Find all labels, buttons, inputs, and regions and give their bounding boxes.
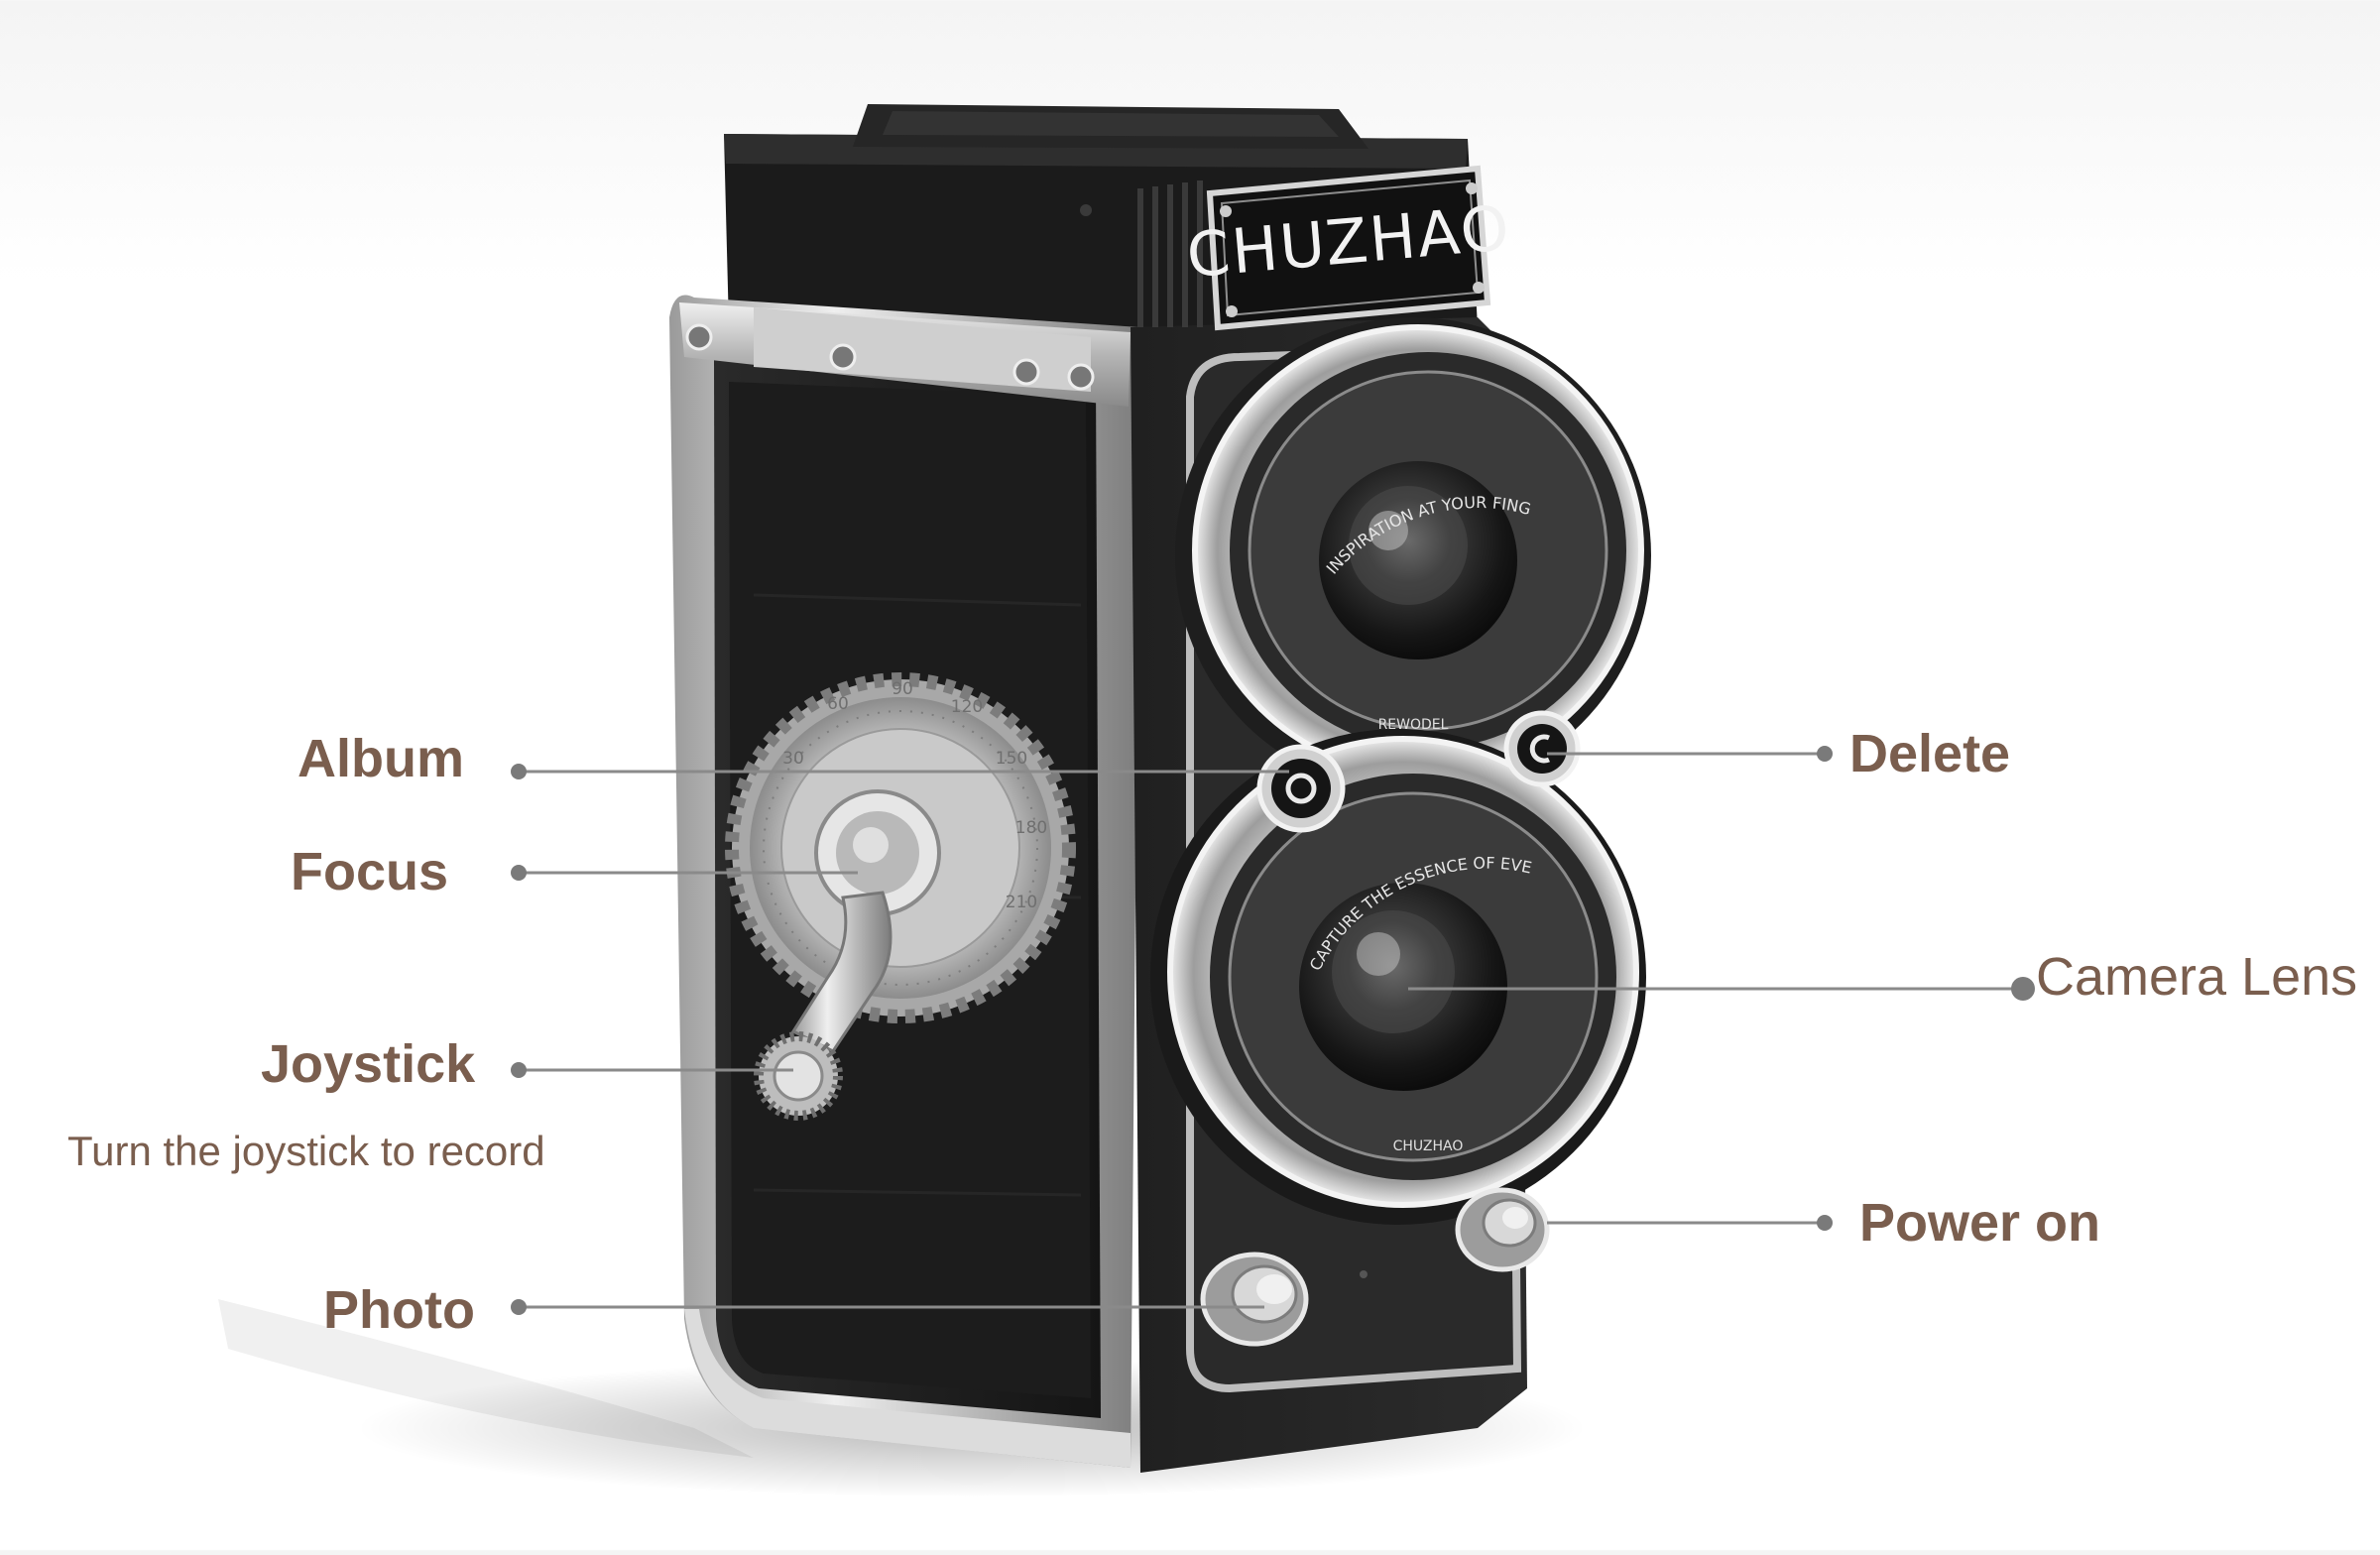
joystick-note: Turn the joystick to record <box>67 1128 545 1174</box>
joystick-knob[interactable] <box>754 1031 843 1121</box>
svg-text:60: 60 <box>827 694 849 714</box>
delete-button[interactable] <box>1503 710 1581 787</box>
dial-scale: 30 60 90 120 150 180 210 <box>782 679 1047 912</box>
joystick-label: Joystick <box>261 1034 476 1094</box>
camera-lens-label: Camera Lens <box>2036 947 2358 1007</box>
svg-text:180: 180 <box>1015 818 1047 838</box>
svg-text:90: 90 <box>892 679 913 699</box>
focus-leader-dot <box>511 865 527 881</box>
brand-nameplate: CHUZHAO <box>1184 165 1513 331</box>
photo-shutter-button[interactable] <box>1200 1252 1309 1347</box>
power-on-label: Power on <box>1859 1193 2101 1253</box>
joystick-crank[interactable] <box>754 891 892 1121</box>
lower-lens-bottom-text: CHUZHAO <box>1393 1138 1464 1154</box>
focus-label: Focus <box>291 842 449 901</box>
leader-lines <box>511 746 2035 1315</box>
joystick-leader-dot <box>511 1062 527 1078</box>
album-leader-dot <box>511 764 527 779</box>
svg-text:120: 120 <box>951 697 983 717</box>
upper-lens-bottom-text: REWODEL <box>1378 717 1449 733</box>
svg-text:210: 210 <box>1006 893 1037 912</box>
album-button[interactable] <box>1256 744 1346 833</box>
photo-label: Photo <box>323 1280 475 1340</box>
focus-dial[interactable]: 30 60 90 120 150 180 210 <box>725 672 1076 1023</box>
album-label: Album <box>298 729 464 788</box>
photo-leader-dot <box>511 1299 527 1315</box>
power-on-leader-dot <box>1817 1215 1833 1231</box>
svg-text:30: 30 <box>782 749 804 769</box>
delete-leader-dot <box>1817 746 1833 762</box>
power-on-button[interactable] <box>1455 1187 1550 1272</box>
camera-lens-leader-dot <box>2011 977 2035 1001</box>
svg-text:150: 150 <box>996 749 1027 769</box>
delete-label: Delete <box>1849 724 2011 783</box>
